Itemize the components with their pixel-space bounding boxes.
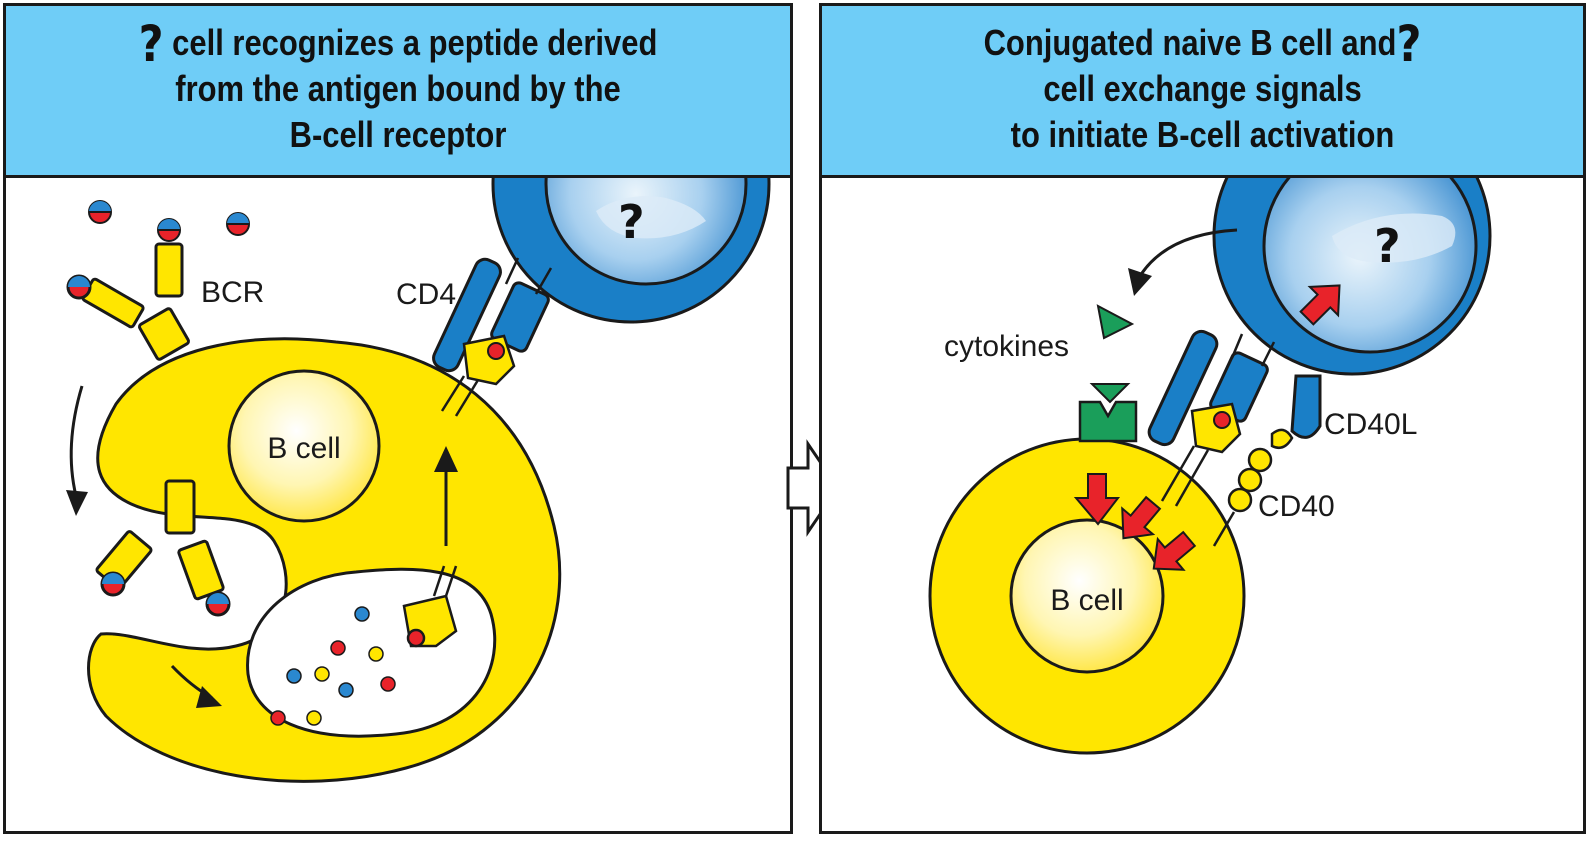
peptide-fragments — [270, 606, 396, 726]
right-heading-line-2: cell exchange signals — [1043, 68, 1362, 109]
arrow-head-icon — [1128, 268, 1152, 296]
cd4-label: CD4 — [396, 278, 456, 311]
mhc-on-surface — [462, 334, 516, 386]
left-heading-line-3: B-cell receptor — [289, 114, 507, 155]
b-cell: B cell — [87, 337, 562, 783]
left-panel: ? cell recognizes a peptide derived from… — [3, 3, 793, 834]
tcr-cd4-complex — [1147, 329, 1322, 547]
cytokine-icon — [1089, 383, 1131, 404]
right-heading: Conjugated naive B cell and? cell exchan… — [822, 6, 1583, 178]
left-heading-line-1: ? cell recognizes a peptide derived — [61, 19, 735, 69]
mhc-in-endosome — [402, 565, 458, 648]
arrow-head-icon — [196, 686, 222, 708]
b-cell-nucleus — [227, 369, 381, 523]
t-cell: ? — [1212, 178, 1492, 376]
signal-arrows — [1073, 284, 1341, 571]
b-cell-label: B cell — [267, 432, 340, 465]
cytokines-label: cytokines — [944, 330, 1069, 363]
cytokine-receptor — [1078, 304, 1138, 443]
cd4-molecule — [1147, 329, 1219, 447]
mhc-on-surface — [1190, 402, 1242, 454]
cytokine-icon — [1096, 304, 1135, 340]
left-heading: ? cell recognizes a peptide derived from… — [6, 6, 790, 178]
right-diagram: ? B cell cytokines — [928, 178, 1492, 755]
signal-arrow-icon — [1121, 495, 1162, 540]
right-heading-line-3: to initiate B-cell activation — [1010, 114, 1395, 155]
signal-arrow-icon — [1152, 530, 1197, 571]
cd40-label: CD40 — [1258, 490, 1335, 523]
right-heading-text-1: Conjugated naive B cell and — [983, 22, 1397, 63]
signal-arrow-icon — [1299, 284, 1341, 326]
signal-arrow-icon — [1073, 473, 1121, 526]
right-panel: Conjugated naive B cell and? cell exchan… — [819, 3, 1586, 834]
question-mark-icon: ? — [1396, 15, 1422, 73]
cd40l-label: CD40L — [1324, 408, 1417, 441]
arrow-head-icon — [434, 446, 458, 472]
cd4-molecule — [432, 257, 502, 373]
t-cell: ? — [491, 178, 771, 324]
b-cell-label: B cell — [1050, 584, 1123, 617]
bcr-label: BCR — [201, 276, 264, 309]
b-cell-nucleus — [1009, 518, 1165, 674]
left-heading-text-1: cell recognizes a peptide derived — [172, 22, 658, 63]
question-mark-icon: ? — [618, 195, 645, 249]
b-cell: B cell — [928, 437, 1246, 755]
question-mark-icon: ? — [1374, 219, 1401, 273]
cd40l-molecule — [1290, 374, 1322, 439]
tcr-cd4-complex — [432, 257, 553, 417]
arrow-head-icon — [66, 490, 88, 516]
free-antigens — [88, 200, 250, 242]
left-diagram: ? B cell BCR — [66, 178, 771, 783]
bcr-receptor-bottom — [95, 479, 231, 617]
left-heading-line-2: from the antigen bound by the — [175, 68, 621, 109]
right-heading-line-1: Conjugated naive B cell and? — [875, 19, 1529, 69]
question-mark-icon: ? — [138, 15, 164, 73]
bcr-receptor-top — [66, 242, 190, 361]
cd40-molecule — [1212, 428, 1294, 547]
